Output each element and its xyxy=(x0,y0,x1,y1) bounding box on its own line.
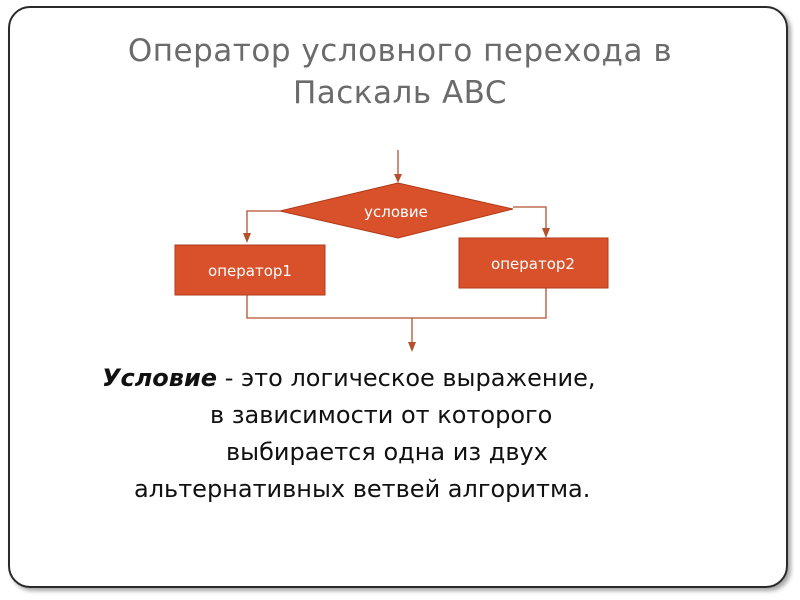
operator2-box xyxy=(458,237,609,289)
condition-label: условие xyxy=(364,203,428,221)
definition-line-4: альтернативных ветвей алгоритма. xyxy=(134,475,591,503)
definition-line-1-rest: - это логическое выражение, xyxy=(217,364,596,392)
right-branch-connector xyxy=(513,206,547,233)
definition-line-1: Условие - это логическое выражение, xyxy=(60,360,780,397)
left-arrowhead xyxy=(243,233,251,243)
definition-term: Условие xyxy=(102,364,218,392)
left-branch-connector xyxy=(246,210,280,239)
operator1-label: оператор1 xyxy=(208,262,292,280)
operator1-box xyxy=(174,244,326,296)
slide-title: Оператор условного перехода в Паскаль AB… xyxy=(127,33,673,111)
right-arrowhead xyxy=(542,228,550,238)
exit-arrowhead xyxy=(408,342,416,352)
condition-diamond xyxy=(279,182,514,239)
definition-line-2: в зависимости от которого xyxy=(210,401,553,429)
definition-text: Условие - это логическое выражение, в за… xyxy=(60,360,780,508)
merge-connector xyxy=(246,288,547,319)
operator2-label: оператор2 xyxy=(491,255,575,273)
entry-arrowhead xyxy=(394,174,402,183)
definition-line-3: выбирается одна из двух xyxy=(226,438,548,466)
slide-frame xyxy=(8,6,788,588)
